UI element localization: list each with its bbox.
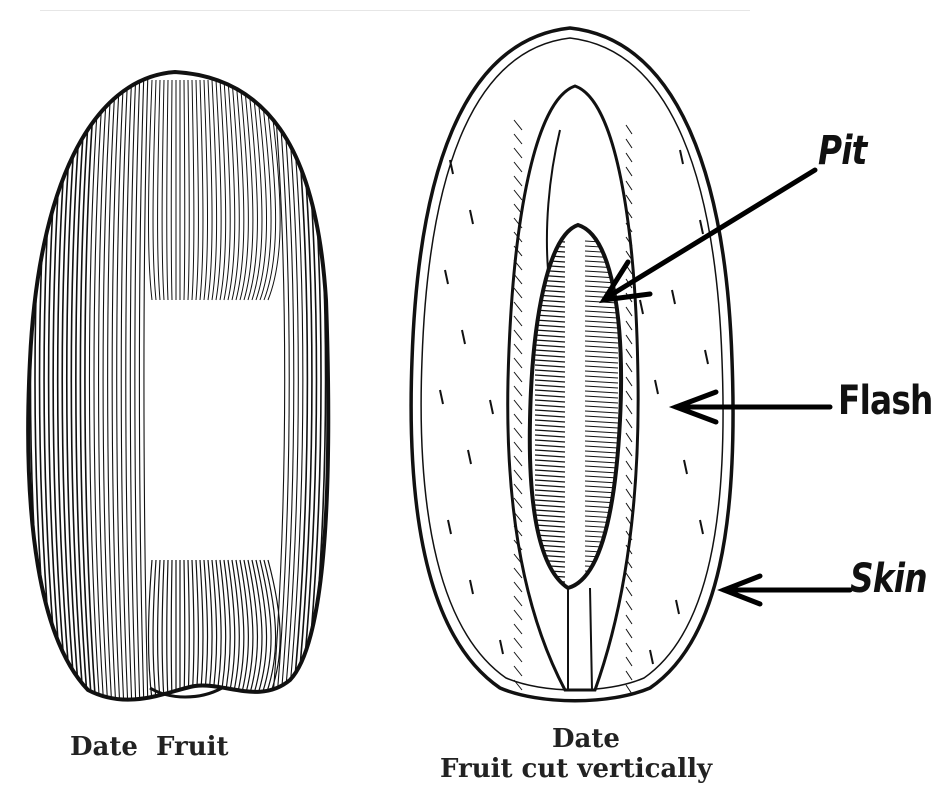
- pit-label: Pit: [818, 128, 867, 174]
- skin-arrow: [724, 576, 850, 604]
- flash-arrow: [676, 392, 830, 422]
- flash-label: Flash: [838, 378, 933, 424]
- cut-fruit-caption-line1: Date: [552, 724, 620, 754]
- cut-fruit-caption-line2: Fruit cut vertically: [440, 754, 712, 784]
- skin-label: Skin: [850, 556, 927, 602]
- whole-date-fruit: [12, 70, 343, 710]
- cut-date-fruit: [411, 28, 733, 701]
- whole-fruit-caption: Date Fruit: [70, 732, 229, 762]
